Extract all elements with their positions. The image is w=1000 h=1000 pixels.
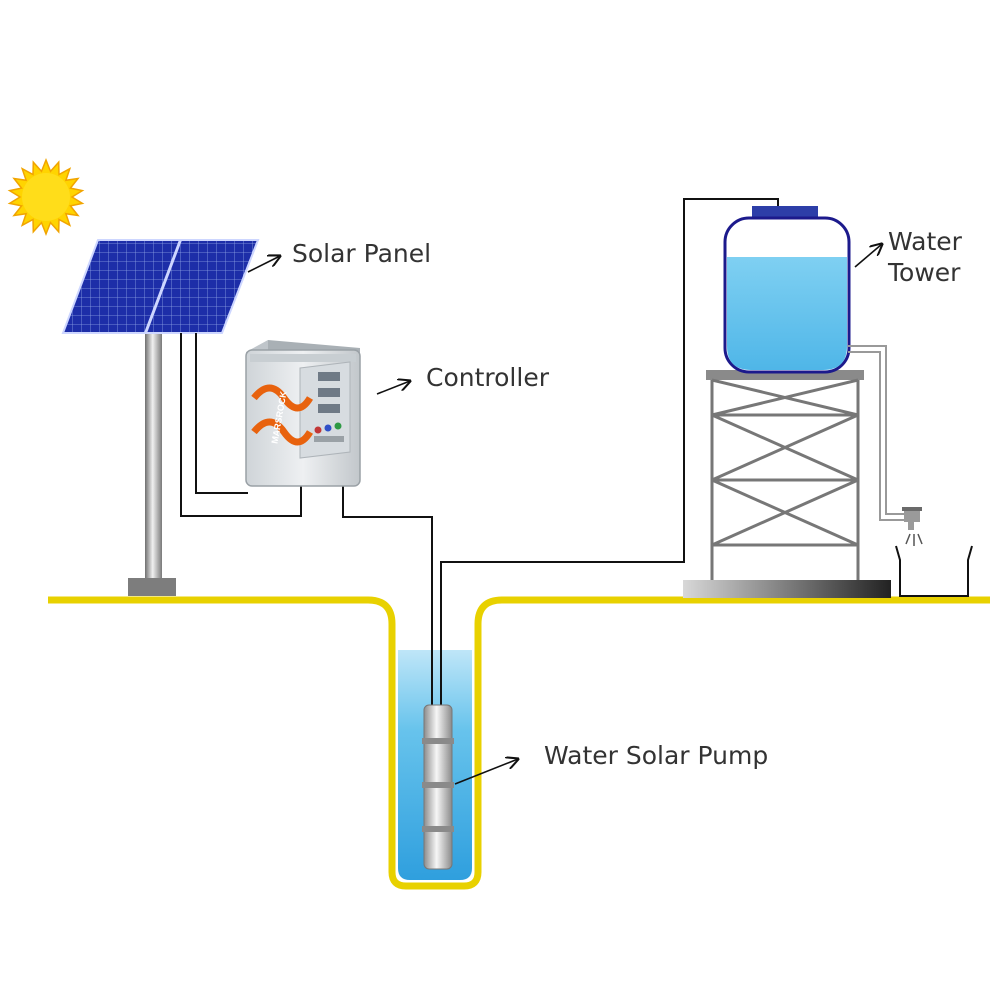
water-tower-label-line2: Tower — [887, 258, 961, 287]
panel-pole — [128, 330, 176, 596]
submersible-pump — [422, 704, 454, 870]
pump-arrow — [454, 759, 518, 785]
outlet-pipe — [848, 345, 906, 521]
water-basin — [895, 545, 973, 597]
tower-frame — [683, 370, 891, 598]
panel-to-controller-wires — [180, 333, 302, 517]
faucet-icon — [902, 507, 923, 546]
controller-arrow — [376, 381, 410, 395]
solar-panel-label: Solar Panel — [292, 239, 431, 268]
pump-to-tank-pipe — [440, 198, 779, 710]
sun-icon — [7, 157, 85, 237]
pump-label: Water Solar Pump — [544, 741, 768, 770]
solar-panel — [61, 239, 260, 334]
water-tank — [723, 206, 851, 374]
water-tower-arrow — [854, 244, 882, 268]
water-tower-label-line1: Water — [888, 227, 963, 256]
controller-label: Controller — [426, 363, 550, 392]
controller-unit: MARSROCK — [245, 340, 361, 487]
ground-line — [48, 596, 990, 890]
controller-to-pump-wire — [342, 484, 433, 710]
solar-panel-arrow — [247, 256, 280, 273]
